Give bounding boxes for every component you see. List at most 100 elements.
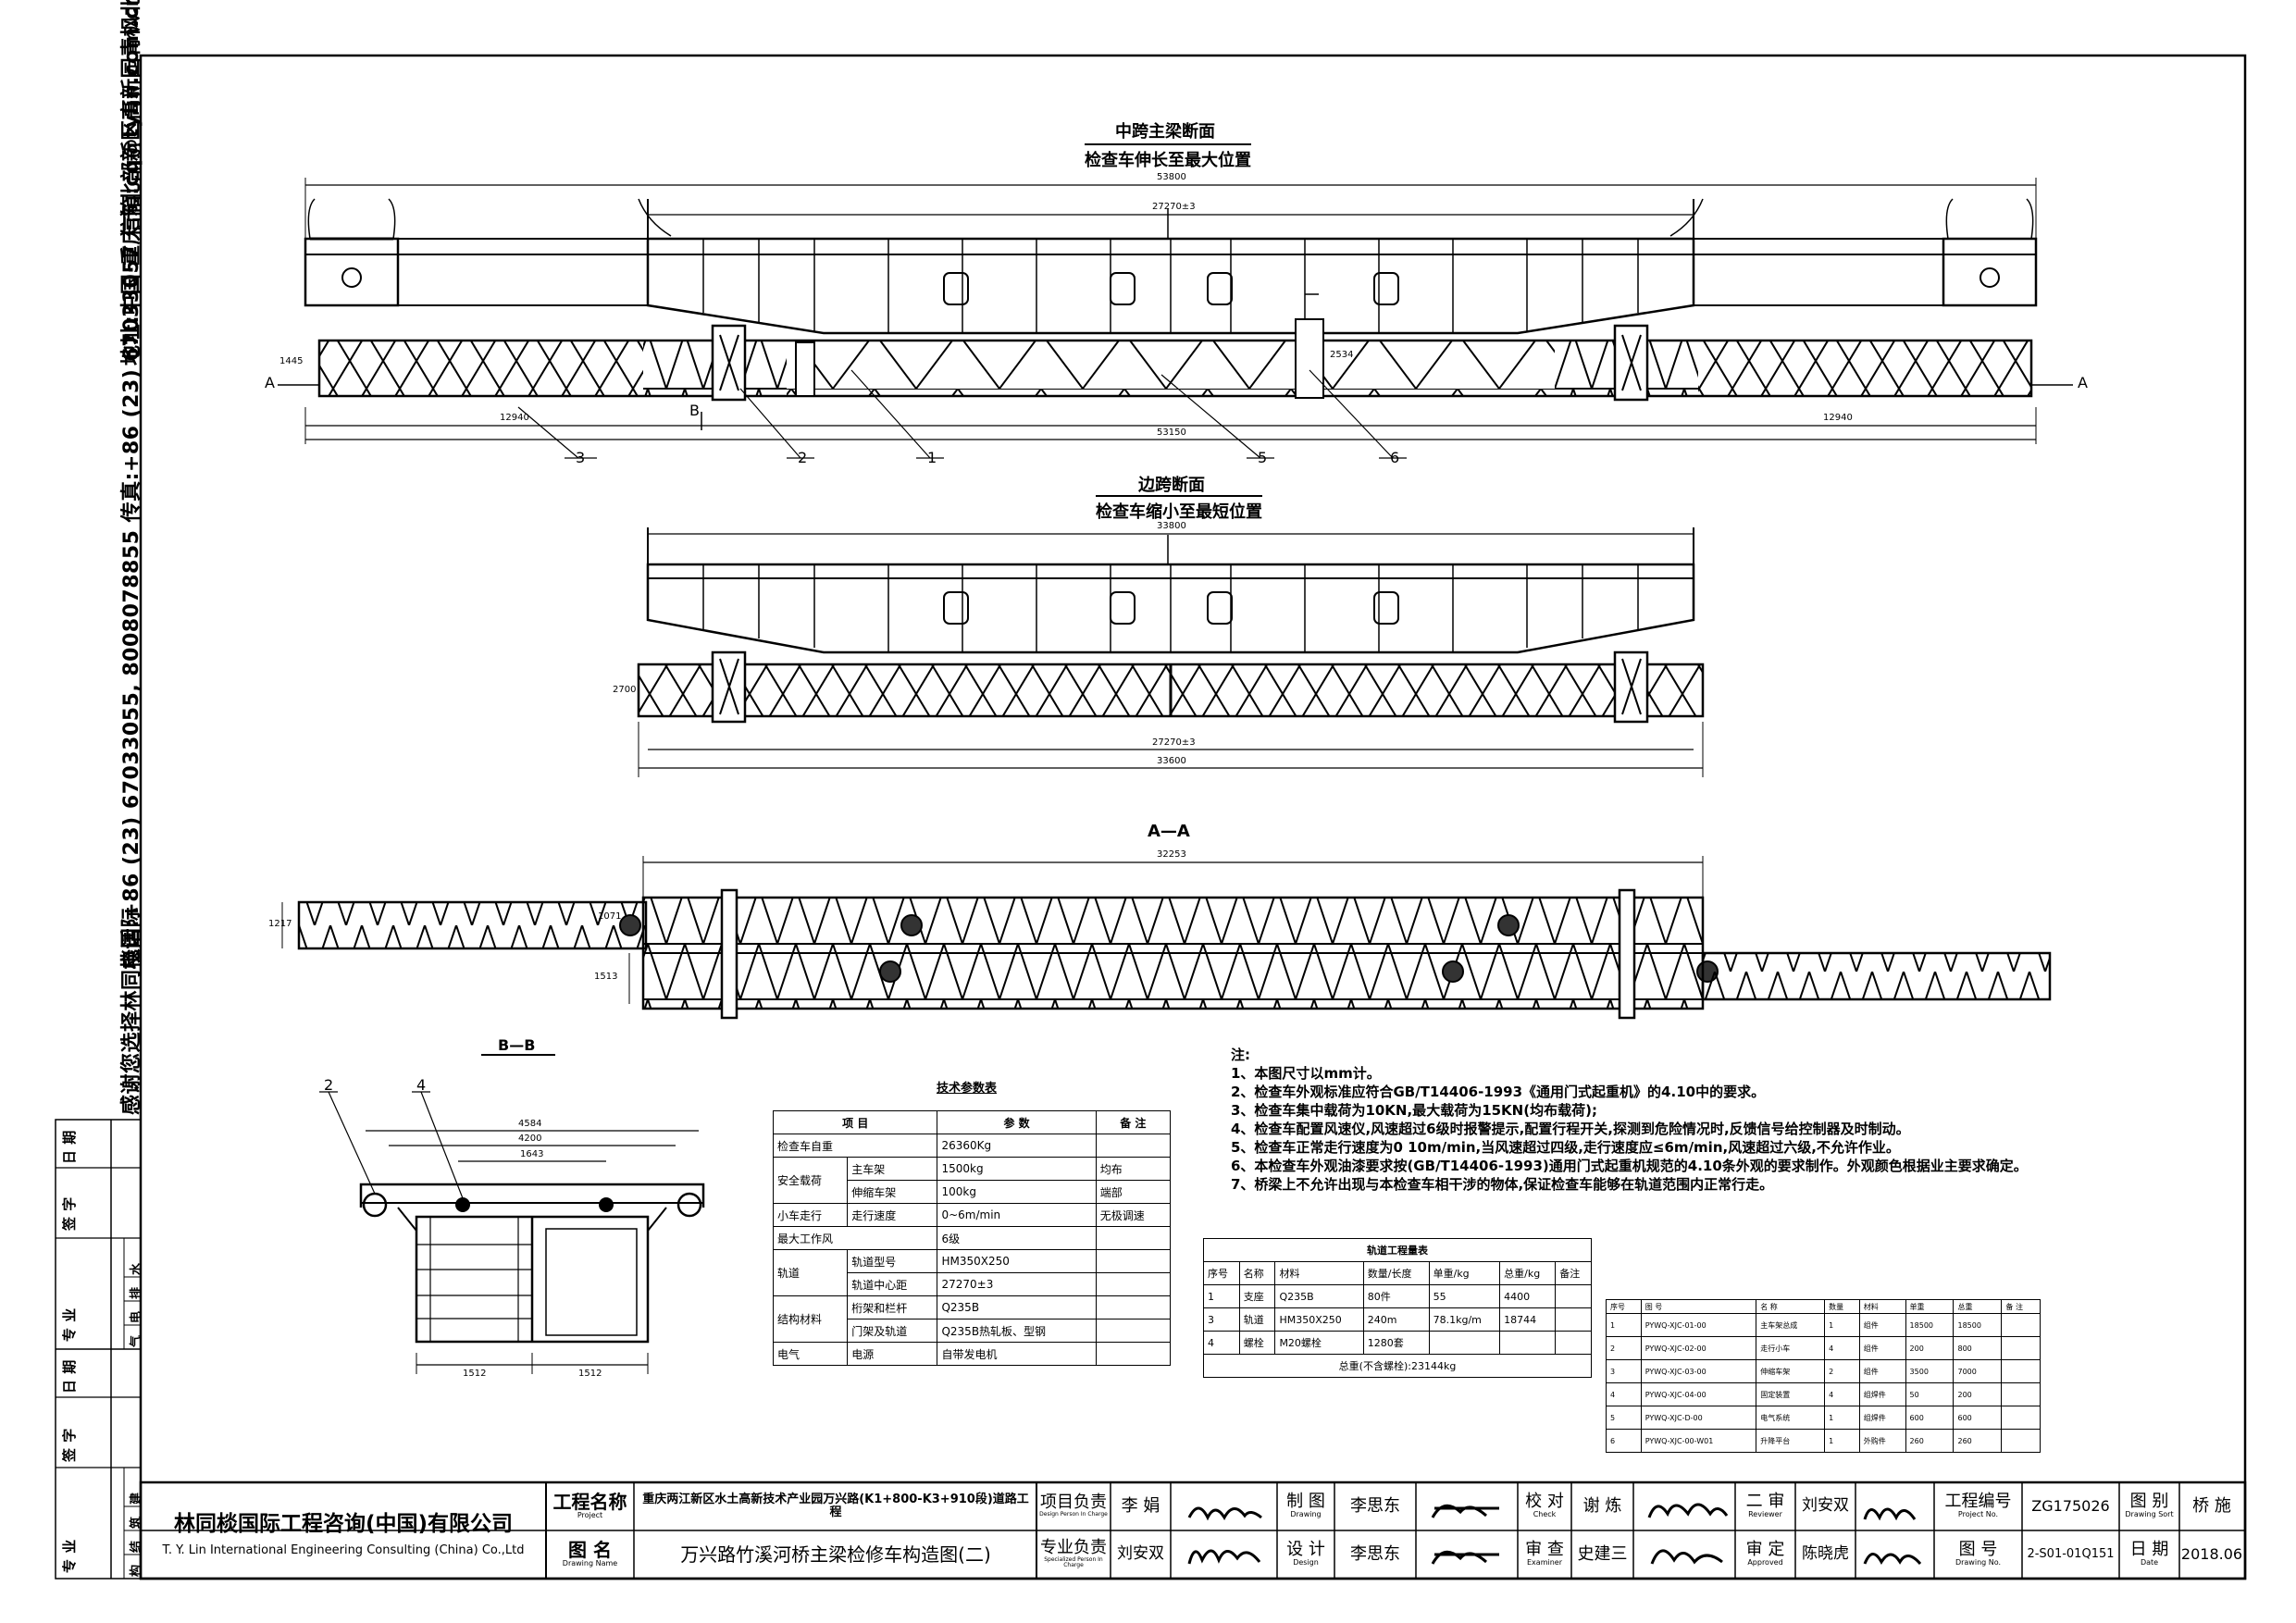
table-row: 结构材料 桁架和栏杆 Q235B bbox=[772, 1295, 1172, 1343]
rail-table-total: 总重(不含螺栓):23144kg bbox=[1203, 1354, 1592, 1378]
table-cell: 1 bbox=[1606, 1313, 1642, 1337]
table-cell: 支座 bbox=[1238, 1284, 1276, 1308]
draw-label: 制 图 Drawing bbox=[1277, 1482, 1334, 1530]
table-cell: 轨道 bbox=[772, 1249, 849, 1296]
spec-label-en: Specialized Person In Charge bbox=[1044, 1556, 1103, 1569]
table-cell: 伸缩车架 bbox=[847, 1180, 938, 1204]
drawing-name-label-en: Drawing Name bbox=[562, 1559, 618, 1568]
table-cell: 200 bbox=[1953, 1382, 2003, 1406]
pm-name: 李 娟 bbox=[1121, 1495, 1160, 1516]
dim-mid-center: 53150 bbox=[1157, 427, 1186, 438]
table-row: 检查车自重 26360Kg bbox=[772, 1134, 1172, 1158]
table-cell: 3500 bbox=[1905, 1359, 1955, 1383]
date-label-en: Date bbox=[2140, 1558, 2159, 1567]
section-mark-a-right: A bbox=[2078, 374, 2088, 391]
side-span-subtitle: 检查车缩小至最短位置 bbox=[1096, 495, 1262, 523]
callout-bb-4: 4 bbox=[416, 1076, 427, 1094]
table-cell: 结构材料 bbox=[772, 1295, 849, 1343]
sort-value: 桥 施 bbox=[2192, 1495, 2231, 1516]
table-cell: 1280套 bbox=[1362, 1331, 1430, 1355]
check-name: 谢 炼 bbox=[1582, 1495, 1622, 1516]
bb-view bbox=[319, 1054, 705, 1374]
table-row: 序号 图 号 名 称 数量 材料 单重 总重 备 注 bbox=[1606, 1299, 2041, 1314]
date-label: 日 期 Date bbox=[2119, 1530, 2179, 1579]
draw-label-en: Drawing bbox=[1290, 1510, 1322, 1519]
table-row: 1 支座 Q235B 80件 55 4400 bbox=[1203, 1284, 1592, 1308]
table-cell: 600 bbox=[1953, 1406, 2003, 1430]
dim-side-rail: 27270±3 bbox=[1152, 737, 1196, 748]
dim-side-overall: 33800 bbox=[1157, 521, 1186, 531]
table-row: 伸缩车架 100kg 端部 bbox=[774, 1180, 1172, 1204]
note-6: 6、本检查车外观油漆要求按(GB/T14406-1993)通用门式起重机规范的4… bbox=[1231, 1158, 2028, 1174]
approve-label: 审 定 Approved bbox=[1735, 1530, 1795, 1579]
table-cell: 27270±3 bbox=[937, 1272, 1097, 1296]
table-cell bbox=[1428, 1331, 1501, 1355]
table-cell: 80件 bbox=[1362, 1284, 1430, 1308]
table-cell: 安全载荷 bbox=[772, 1157, 849, 1204]
table-row: 轨道工程量表 bbox=[1203, 1238, 1592, 1262]
table-cell: 200 bbox=[1905, 1336, 1955, 1360]
tech-table: 项 目 参 数 备 注 检查车自重 26360Kg 安全载荷 主车架 1500k… bbox=[772, 1110, 1172, 1366]
callout-2: 2 bbox=[798, 449, 808, 466]
check-label-en: Check bbox=[1533, 1510, 1557, 1519]
table-cell: 检查车自重 bbox=[772, 1134, 938, 1158]
projno-value: ZG175026 bbox=[2031, 1496, 2110, 1515]
callout-5: 5 bbox=[1258, 449, 1268, 466]
drawing-name-label-cn: 图 名 bbox=[568, 1539, 612, 1562]
table-row: 电气 电源 自带发电机 bbox=[772, 1342, 1172, 1366]
table-row: 小车走行 走行速度 0~6m/min 无极调速 bbox=[772, 1203, 1172, 1227]
table-cell: Q235B bbox=[1274, 1284, 1364, 1308]
drawing-name-label: 图 名 Drawing Name bbox=[546, 1530, 634, 1579]
note-3: 3、检查车集中载荷为10KN,最大载荷为15KN(均布载荷); bbox=[1231, 1102, 1597, 1119]
draw-name: 李思东 bbox=[1350, 1495, 1400, 1516]
pm-label: 项目负责 Design Person In Charge bbox=[1036, 1482, 1111, 1530]
table-cell: 78.1kg/m bbox=[1428, 1307, 1501, 1332]
exam-name: 史建三 bbox=[1577, 1543, 1628, 1564]
dim-aa-h3: 1513 bbox=[594, 972, 618, 982]
mid-span-subtitle: 检查车伸长至最大位置 bbox=[1085, 143, 1251, 171]
table-cell: M20螺栓 bbox=[1274, 1331, 1364, 1355]
tech-table-title: 技术参数表 bbox=[937, 1082, 998, 1096]
design-label-cn: 设 计 bbox=[1286, 1540, 1325, 1560]
spec-label-cn: 专业负责 bbox=[1040, 1538, 1107, 1558]
table-header: 备注 bbox=[1555, 1261, 1592, 1285]
drawno-label: 图 号 Drawing No. bbox=[1934, 1530, 2022, 1579]
table-cell: 18744 bbox=[1499, 1307, 1557, 1332]
note-1: 1、本图尺寸以mm计。 bbox=[1231, 1065, 1381, 1082]
table-cell: 55 bbox=[1428, 1284, 1501, 1308]
table-cell: 1500kg bbox=[937, 1157, 1097, 1181]
mid-span-view bbox=[278, 178, 2073, 459]
aa-title: A—A bbox=[1148, 822, 1190, 841]
table-cell: 门架及轨道 bbox=[847, 1319, 938, 1343]
table-cell: 5 bbox=[1606, 1406, 1642, 1430]
spec-name: 刘安双 bbox=[1117, 1544, 1164, 1564]
design-label: 设 计 Design bbox=[1277, 1530, 1334, 1579]
callout-bb-2: 2 bbox=[324, 1076, 334, 1094]
company-logo-cn: 林同棪国际工程咨询(中国)有限公司 bbox=[173, 1511, 514, 1536]
review-label-cn: 二 审 bbox=[1745, 1492, 1785, 1512]
table-cell: Q235B热轧板、型钢 bbox=[937, 1319, 1097, 1343]
table-cell: 26360Kg bbox=[937, 1134, 1097, 1158]
side-span-view bbox=[637, 527, 1705, 777]
signature-exam bbox=[1650, 1549, 1723, 1565]
tech-header-item: 项 目 bbox=[772, 1110, 938, 1134]
dim-mid-h1: 1445 bbox=[279, 356, 304, 366]
exam-label: 审 查 Examiner bbox=[1518, 1530, 1571, 1579]
project-label: 工程名称 Project bbox=[546, 1482, 634, 1530]
approve-name: 陈晓虎 bbox=[1802, 1544, 1849, 1564]
table-cell: 260 bbox=[1905, 1429, 1955, 1453]
sort-label-cn: 图 别 bbox=[2129, 1492, 2169, 1512]
project-label-en: Project bbox=[577, 1511, 603, 1520]
table-cell bbox=[2001, 1313, 2041, 1337]
check-label: 校 对 Check bbox=[1518, 1482, 1571, 1530]
table-cell: 电源 bbox=[847, 1342, 938, 1366]
section-mark-b: B bbox=[689, 402, 700, 419]
pm-label-en: Design Person In Charge bbox=[1039, 1511, 1108, 1518]
note-7: 7、桥梁上不允许出现与本检查车相干涉的物体,保证检查车能够在轨道范围内正常行走。 bbox=[1231, 1176, 1774, 1193]
notes-block: 注: 1、本图尺寸以mm计。 2、检查车外观标准应符合GB/T14406-199… bbox=[1231, 1046, 2028, 1194]
table-cell: 升降平台 bbox=[1756, 1429, 1826, 1453]
table-row: 安全载荷 主车架 1500kg 均布 bbox=[772, 1157, 1172, 1204]
table-cell bbox=[1095, 1342, 1172, 1366]
dim-mid-overall: 53800 bbox=[1157, 172, 1186, 182]
